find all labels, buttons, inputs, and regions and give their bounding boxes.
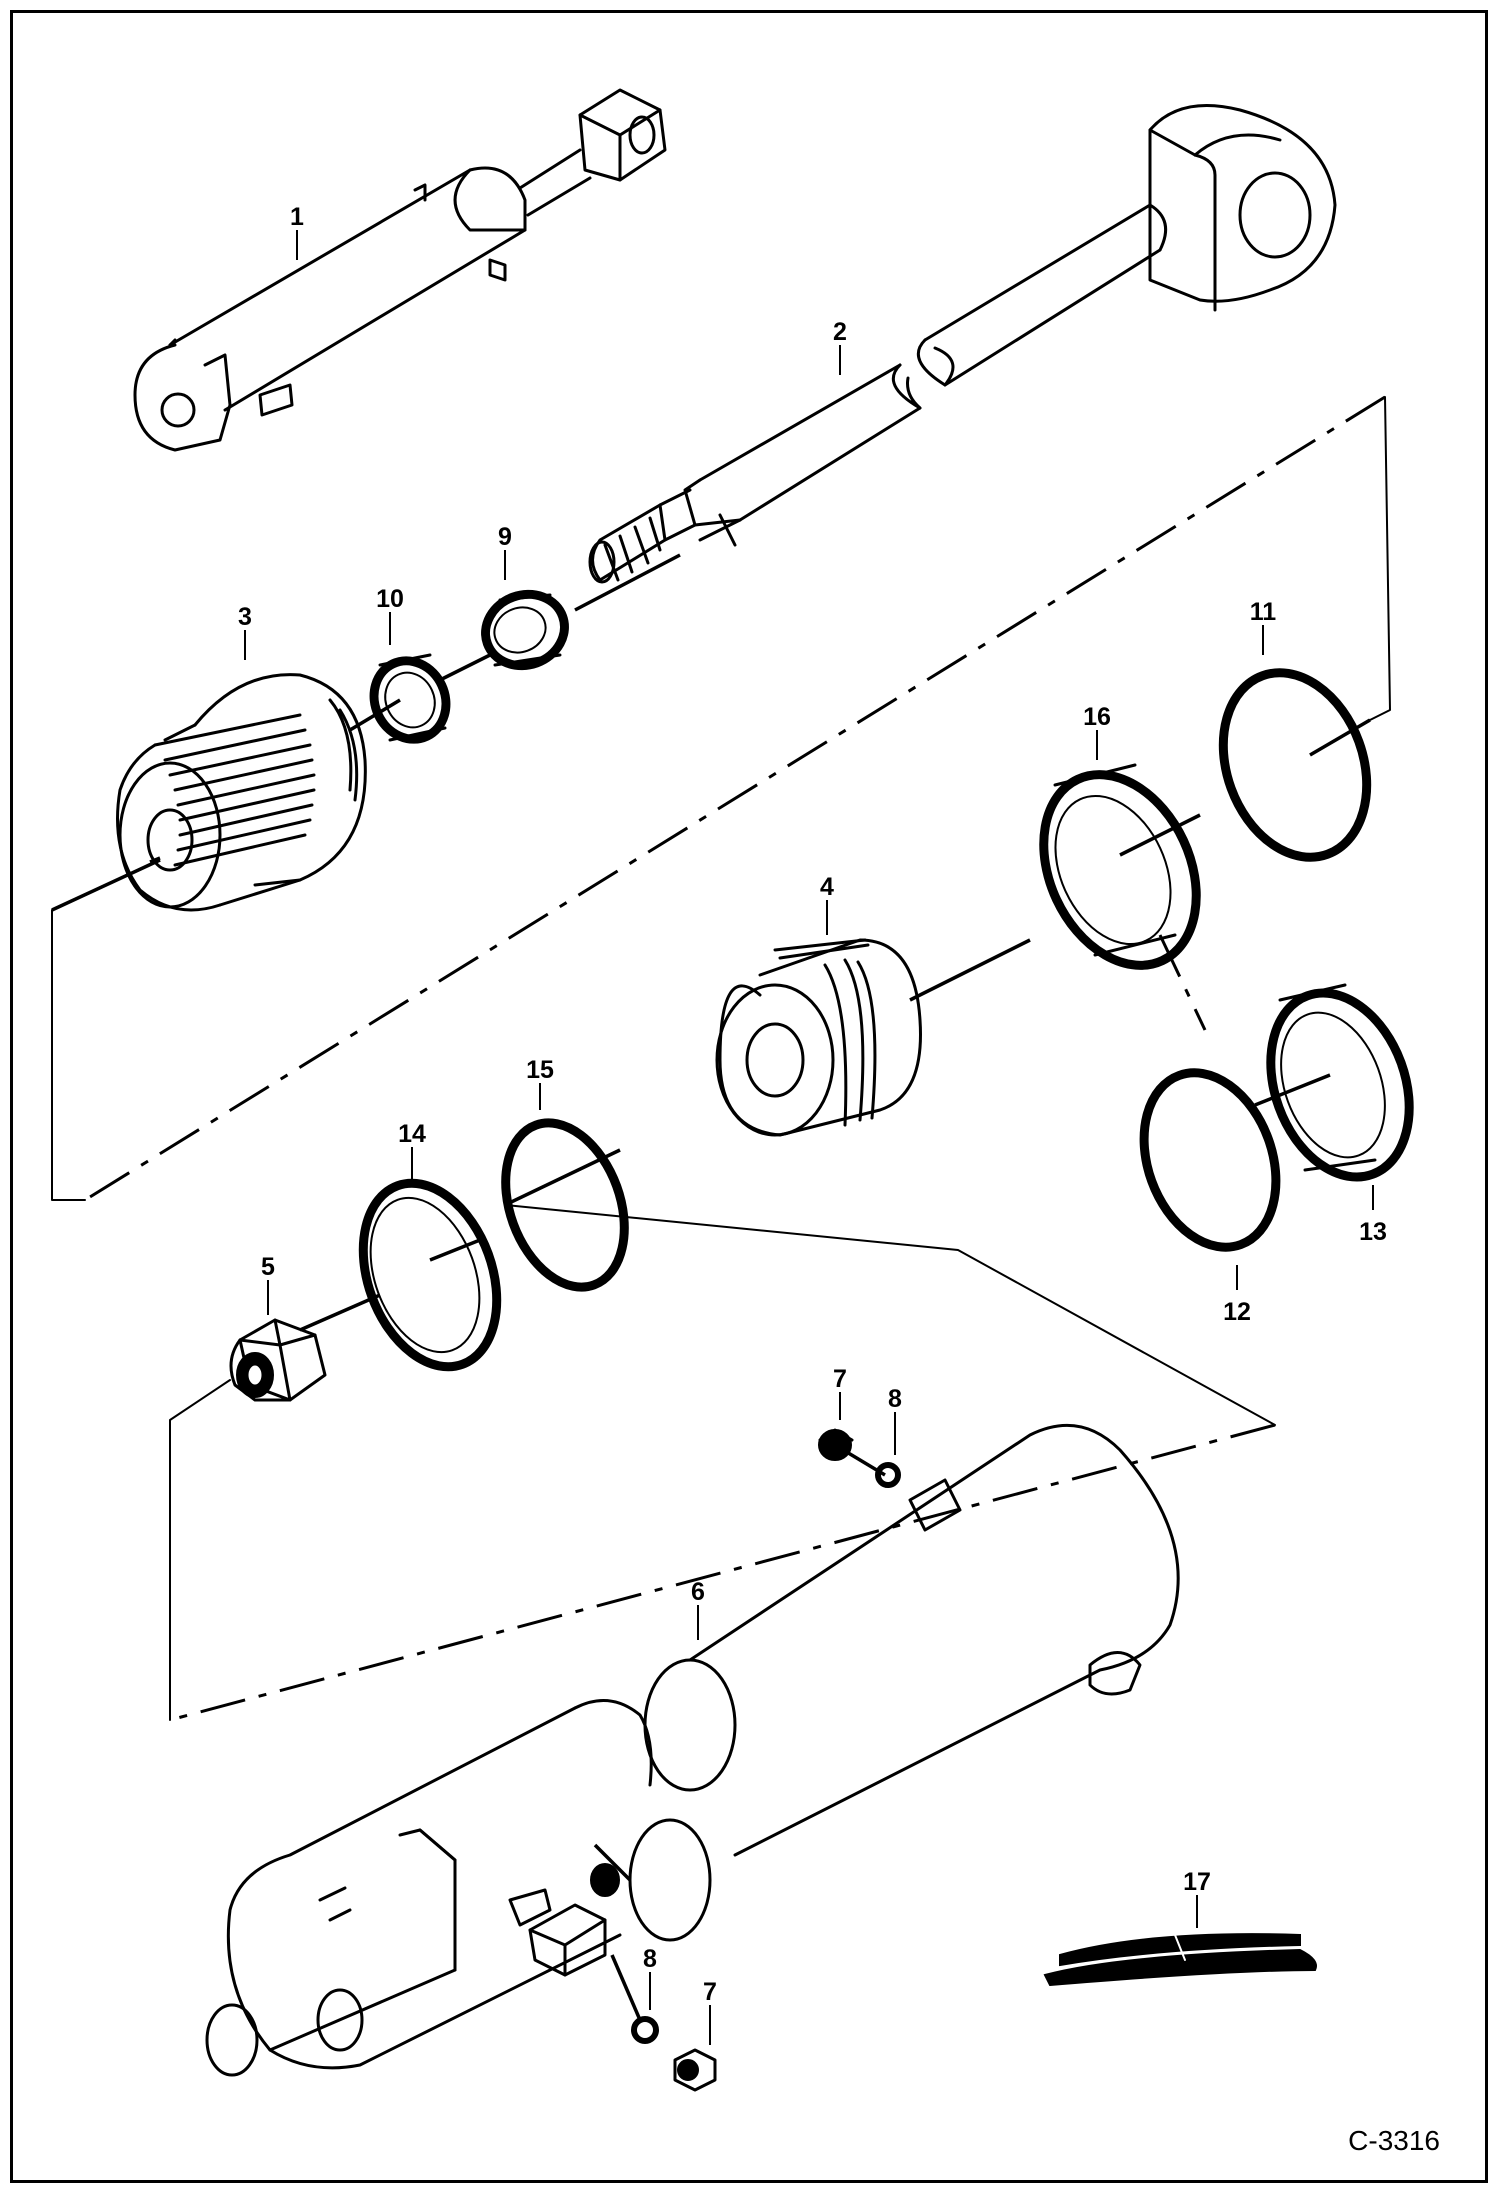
part-4-piston [715,938,922,1137]
part-7-plug-lower [610,1954,717,2092]
part-7-plug-upper [818,1428,854,1461]
part-12-o-ring [1139,1068,1281,1252]
part-13-piston-seal [1266,983,1414,1182]
callout-7-upper: 7 [833,1365,847,1393]
callout-7-lower: 7 [703,1978,717,2006]
callout-3: 3 [238,603,252,631]
callout-16: 16 [1083,703,1111,731]
callout-13: 13 [1359,1218,1387,1246]
figure-code: C-3316 [1348,2125,1440,2156]
part-1-cylinder-assembly [133,88,667,452]
callout-4: 4 [820,873,834,901]
part-11-o-ring [1218,668,1372,862]
callout-11: 11 [1250,598,1277,626]
part-2-rod [588,104,1337,584]
part-10-rod-wiper [369,653,451,744]
callout-5: 5 [261,1253,275,1281]
callout-15: 15 [526,1056,554,1084]
callout-8-upper: 8 [888,1385,902,1413]
part-8-o-ring-upper [875,1462,901,1488]
callout-9: 9 [498,523,512,551]
part-15-o-ring [501,1118,629,1292]
callout-14: 14 [398,1120,426,1148]
part-3-gland [116,673,367,912]
assembly-leader-lines [51,395,1391,1882]
callout-leaders [244,230,1374,2045]
part-14-ring [358,1178,502,1372]
callout-12: 12 [1223,1298,1251,1326]
part-9-rod-seal [481,589,569,671]
callout-10: 10 [376,585,404,613]
callout-1: 1 [290,203,304,231]
part-16-piston-seal [1039,763,1201,970]
part-8-o-ring-lower [631,2016,659,2044]
callout-17: 17 [1183,1868,1211,1896]
callout-8-lower: 8 [643,1945,657,1973]
part-17-decal [1043,1933,1317,1987]
part-6-barrel [205,1423,1180,2077]
callout-6: 6 [691,1578,705,1606]
callout-labels: 1 2 3 10 9 11 16 4 15 14 13 12 5 7 8 6 8… [238,203,1387,2006]
part-5-lock-nut [229,1318,327,1402]
callout-2: 2 [833,318,847,346]
